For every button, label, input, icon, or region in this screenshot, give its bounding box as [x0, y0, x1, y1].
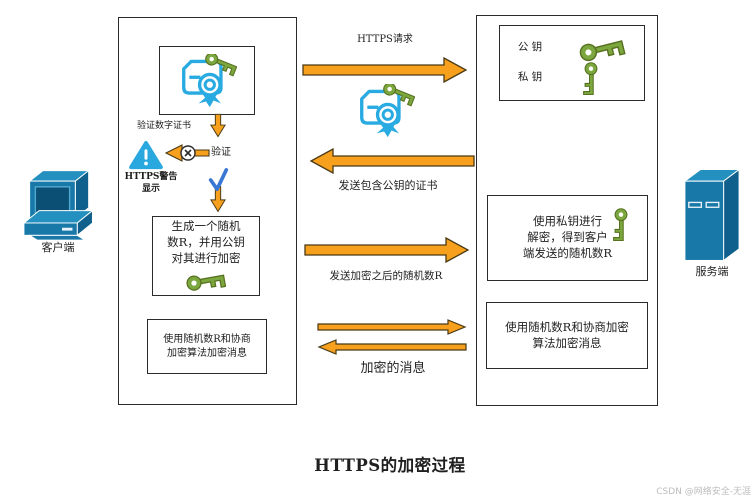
certificate-icon [360, 84, 415, 138]
https-request-label: HTTPS请求 [357, 34, 413, 45]
watermark: CSDN @网络安全-无涯 [656, 487, 751, 497]
https-warning-label: HTTPS警告 显示 [124, 172, 178, 194]
server-encrypt-message-box: 使用随机数R和协商加密 算法加密消息 [486, 302, 648, 369]
client-encrypt-message-box: 使用随机数R和协商 加密算法加密消息 [147, 319, 267, 374]
decrypt-box-text: 使用私钥进行 解密，得到客户 端发送的随机数R [522, 214, 613, 260]
private-key-label: 私 钥 [517, 71, 543, 83]
send-cert-label: 发送包含公钥的证书 [338, 179, 438, 192]
certificate-small-icon [182, 53, 237, 107]
verify-ok-down-arrow [210, 186, 226, 213]
client-label: 客户端 [41, 241, 75, 254]
verify-fail-arrow [164, 144, 210, 162]
verify-label: 验证 [211, 147, 231, 158]
https-request-arrow [302, 57, 468, 83]
send-random-arrow [304, 237, 470, 263]
public-key-label: 公 钥 [517, 41, 543, 53]
server-label: 服务端 [695, 265, 729, 278]
verify-digital-cert-label: 验证数字证书 [136, 121, 191, 131]
send-random-label: 发送加密之后的随机数R [329, 270, 443, 282]
warning-triangle-icon [129, 140, 163, 170]
key-pair-box [499, 25, 645, 101]
generate-random-box: 生成一个随机 数R，并用公钥 对其进行加密 [152, 216, 260, 296]
client-computer-icon [22, 169, 94, 241]
encrypted-message-arrow-left [317, 339, 467, 355]
encrypted-message-label: 加密的消息 [360, 361, 426, 376]
check-icon [208, 168, 229, 191]
public-key-small-icon [186, 274, 226, 291]
private-key-small-icon [613, 208, 628, 242]
generate-random-text: 生成一个随机 数R，并用公钥 对其进行加密 [167, 219, 245, 265]
decrypt-box: 使用私钥进行 解密，得到客户 端发送的随机数R [487, 195, 648, 281]
server-icon [683, 168, 741, 262]
public-key-icon [579, 40, 626, 62]
server-encrypt-message-text: 使用随机数R和协商加密 算法加密消息 [505, 319, 629, 350]
verify-down-arrow [210, 113, 226, 138]
send-cert-arrow [309, 148, 475, 174]
private-key-icon [583, 62, 598, 96]
certificate-box [159, 46, 255, 115]
client-encrypt-message-text: 使用随机数R和协商 加密算法加密消息 [163, 333, 251, 359]
diagram-title: HTTPS的加密过程 [314, 456, 466, 475]
encrypted-message-arrow-right [317, 319, 467, 335]
